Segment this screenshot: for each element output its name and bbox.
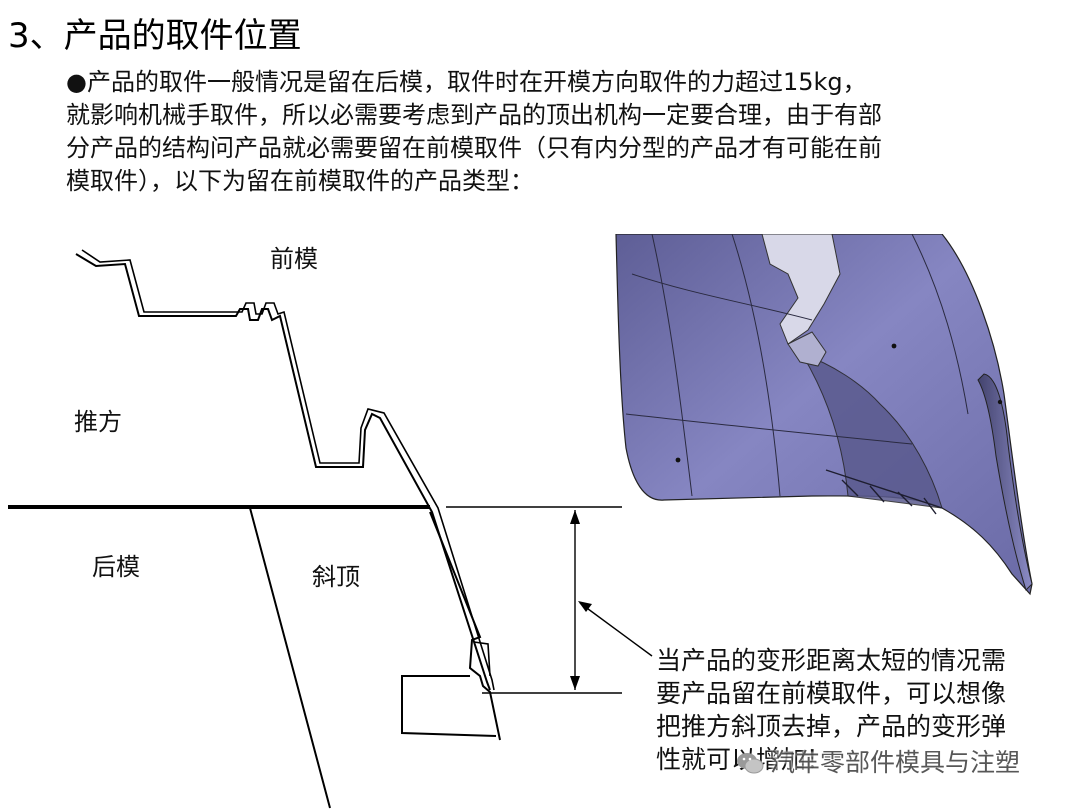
intro-line-3: 分产品的结构问产品就必需要留在前模取件（只有内分型的产品才有可能在前 <box>66 134 882 162</box>
dimension-arrow-bottom <box>570 676 580 690</box>
lifter-profile <box>429 511 501 741</box>
label-lifter: 斜顶 <box>312 563 360 591</box>
watermark: 汽车零部件模具与注塑 <box>736 747 1020 779</box>
bumper-clip <box>787 331 827 367</box>
wechat-icon <box>737 753 764 774</box>
callout-line-2: 要产品留在前模取件，可以想像 <box>656 679 1007 708</box>
lifter-hook-inner <box>473 641 491 677</box>
label-rear-mold: 后模 <box>92 553 140 581</box>
bumper-rim <box>977 373 1033 591</box>
lifter-boundary-line <box>249 507 331 809</box>
rear-step <box>401 675 497 737</box>
intro-line-4: 模取件），以下为留在前模取件的产品类型： <box>66 167 534 195</box>
intro-line-1: ●产品的取件一般情况是留在后模，取件时在开模方向取件的力超过15kg， <box>66 68 867 96</box>
bumper-body <box>615 234 1033 596</box>
label-front-mold: 前模 <box>270 245 318 273</box>
callout-arrow <box>578 601 592 612</box>
intro-paragraph: ●产品的取件一般情况是留在后模，取件时在开模方向取件的力超过15kg， 就影响机… <box>66 66 1006 198</box>
intro-line-2: 就影响机械手取件，所以必需要考虑到产品的顶出机构一定要合理，由于有部 <box>66 101 882 129</box>
label-push-block: 推方 <box>74 408 122 436</box>
cad-bumper-render <box>615 234 1033 596</box>
dimension-arrow-top <box>570 510 580 524</box>
front-mold-profile <box>75 253 491 691</box>
callout-line-3: 把推方斜顶去掉，产品的变形弹 <box>656 712 1007 741</box>
callout-line-1: 当产品的变形距离太短的情况需 <box>656 646 1007 675</box>
product-outline-outer <box>81 249 495 691</box>
watermark-text: 汽车零部件模具与注塑 <box>770 748 1021 777</box>
callout-leader <box>579 602 653 657</box>
mold-section-diagram <box>8 249 653 809</box>
callout-note: 当产品的变形距离太短的情况需 要产品留在前模取件，可以想像 把推方斜顶去掉，产品… <box>656 644 1056 776</box>
page-title: 3、产品的取件位置 <box>8 16 302 56</box>
bumper-inner-panel <box>800 353 943 509</box>
